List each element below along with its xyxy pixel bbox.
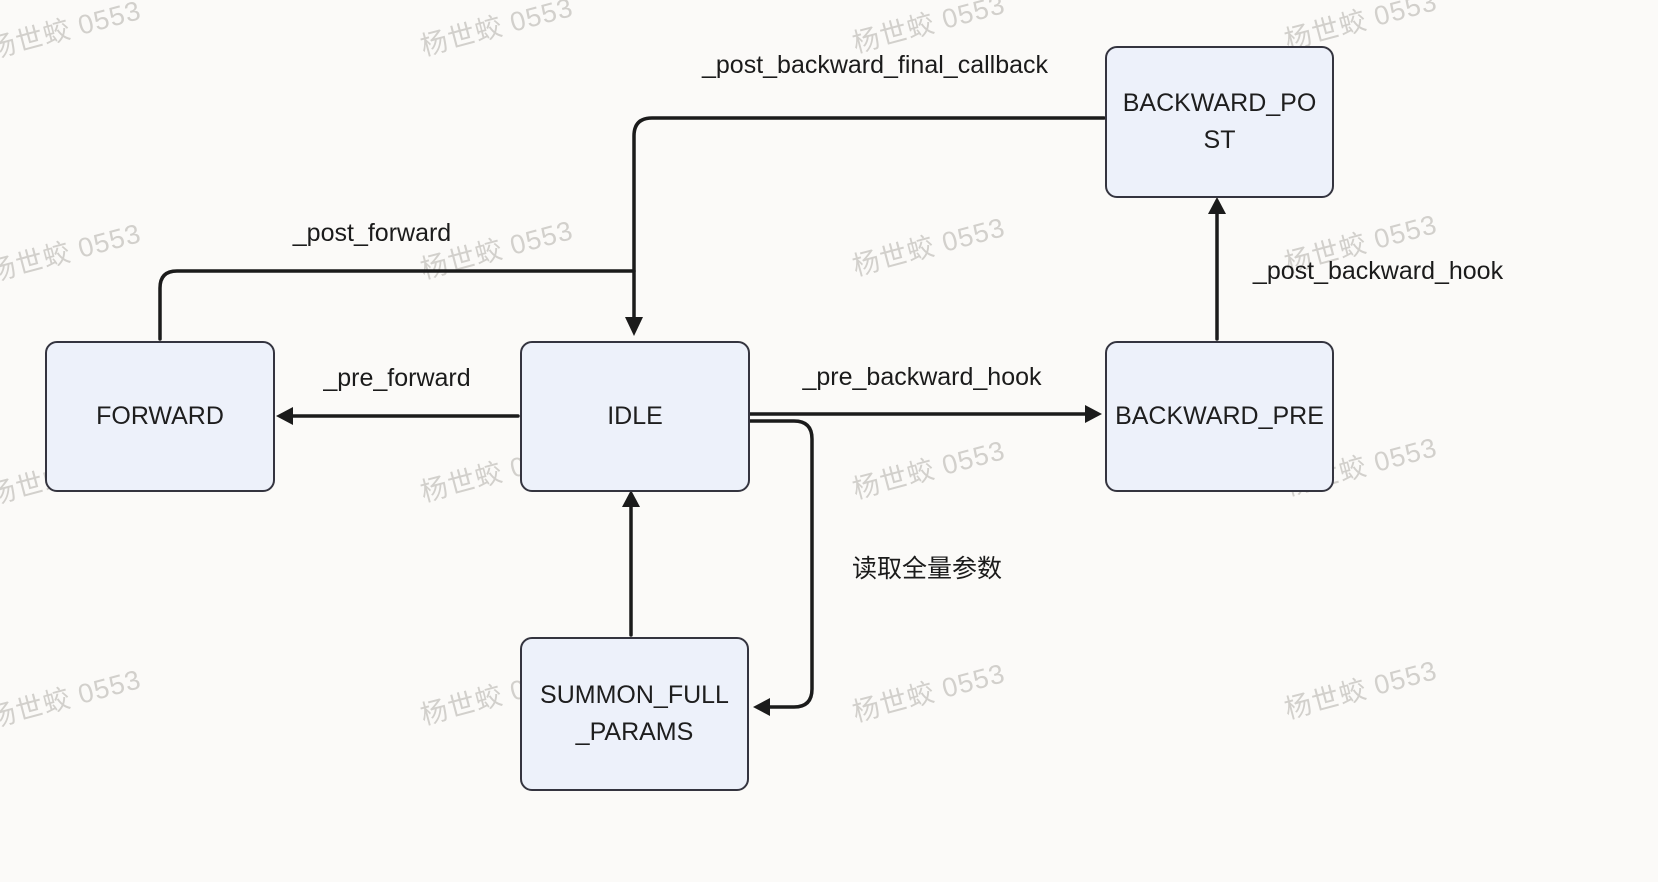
node-forward: FORWARD	[45, 341, 275, 492]
arrowhead-into-backward-pre	[1085, 405, 1102, 423]
edge-label-post-forward: _post_forward	[292, 219, 452, 247]
edge-post-forward-line	[158, 269, 636, 341]
edge-read-full-params-line	[745, 419, 814, 709]
node-backward-post: BACKWARD_PO ST	[1105, 46, 1334, 198]
node-backward-pre-label: BACKWARD_PRE	[1115, 401, 1324, 430]
node-idle: IDLE	[520, 341, 750, 492]
arrowhead-into-idle-bottom	[622, 490, 640, 507]
node-summon-full-params: SUMMON_FULL _PARAMS	[520, 637, 749, 791]
arrowhead-into-idle-top	[625, 317, 643, 336]
edge-label-read-full-params: 读取全量参数	[851, 555, 1003, 583]
node-backward-pre: BACKWARD_PRE	[1105, 341, 1334, 492]
node-summon-label: SUMMON_FULL	[540, 680, 729, 709]
node-forward-label: FORWARD	[96, 401, 224, 430]
edge-label-pre-backward-hook: _pre_backward_hook	[802, 363, 1042, 391]
arrowhead-into-backward-post	[1208, 197, 1226, 214]
node-backward-post-label: BACKWARD_PO	[1122, 88, 1317, 117]
edge-post-backward-final-callback-line	[632, 116, 1106, 324]
node-idle-label: IDLE	[607, 401, 663, 430]
node-summon-label-2: _PARAMS	[575, 718, 694, 746]
arrowhead-into-summon	[753, 698, 770, 716]
node-backward-post-label-2: ST	[1203, 126, 1236, 154]
edge-label-pre-forward: _pre_forward	[323, 364, 471, 392]
arrowhead-into-forward	[276, 407, 293, 425]
edge-label-post-backward-final-callback: _post_backward_final_callback	[701, 51, 1049, 79]
edge-label-post-backward-hook: _post_backward_hook	[1252, 257, 1504, 285]
